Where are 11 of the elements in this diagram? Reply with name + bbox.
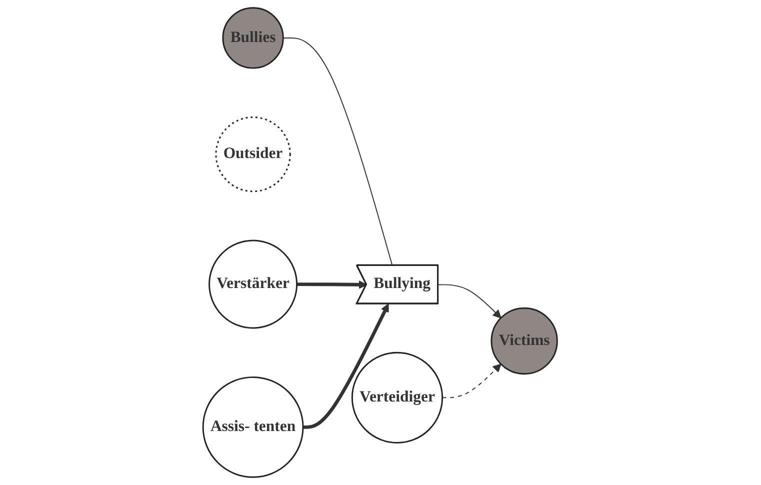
arrow bbox=[297, 280, 368, 289]
node-circle: Outsider bbox=[216, 116, 292, 192]
node-circle: Bullies bbox=[222, 7, 284, 69]
node-circle: Verstärker bbox=[208, 240, 298, 329]
arrow bbox=[438, 284, 502, 318]
node-circle: Assis- tenten bbox=[202, 376, 304, 478]
connector bbox=[283, 37, 394, 266]
arrow bbox=[442, 364, 502, 398]
arrow bbox=[303, 304, 390, 429]
node-circle: Verteidiger bbox=[352, 352, 444, 444]
node-circle: Victims bbox=[491, 307, 558, 375]
